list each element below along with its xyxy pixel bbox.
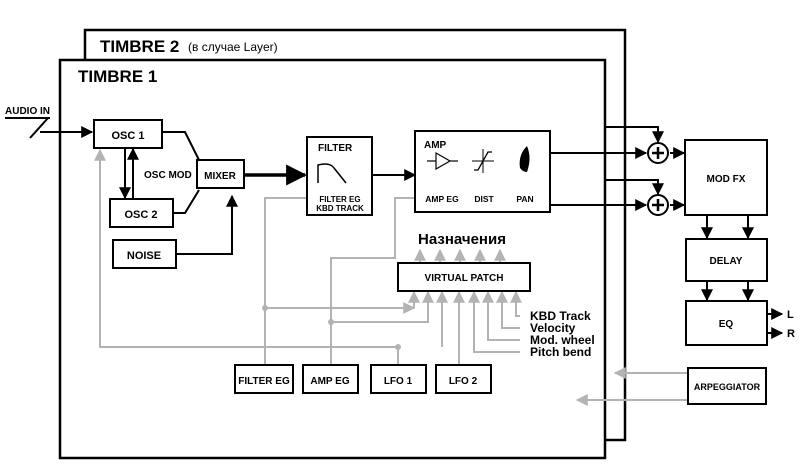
eq-block: EQ [685,300,768,346]
filter-eg-source-block: FILTER EG [234,364,294,394]
svg-text:MIXER: MIXER [204,171,236,182]
svg-text:VIRTUAL PATCH: VIRTUAL PATCH [425,273,504,284]
timbre2-title: TIMBRE 2 [100,37,179,56]
lfo2-block: LFO 2 [435,364,492,394]
amp-eg-input-label: AMP EG [425,194,459,204]
svg-text:ARPEGGIATOR: ARPEGGIATOR [694,382,761,392]
amp-triangle-icon [427,151,458,171]
pan-label: PAN [516,194,533,204]
filter-curve-icon [317,163,347,184]
mod-fx-block: MOD FX [684,139,768,216]
osc-mod-label: OSC MOD [144,170,192,181]
svg-text:NOISE: NOISE [127,250,161,262]
source-kbd-track: KBD Track [530,309,591,323]
audio-in: AUDIO IN [5,106,94,139]
source-velocity: Velocity [530,321,576,335]
filter-eg-input-label: FILTER EG [319,195,360,204]
timbre2-subtitle: (в случае Layer) [188,40,278,54]
svg-text:FILTER EG: FILTER EG [238,376,290,387]
osc2-block: OSC 2 [109,198,174,228]
svg-text:LFO 2: LFO 2 [449,376,478,387]
pan-knob-icon [519,146,530,172]
svg-text:EQ: EQ [719,319,734,330]
timbre1-title: TIMBRE 1 [78,67,157,86]
filter-block: FILTER FILTER EG KBD TRACK [306,136,373,216]
destinations-label: Назначения [418,231,506,248]
filter-label: FILTER [318,143,353,154]
amp-block: AMP AMP EG DIST PAN [414,130,551,213]
audio-in-label: AUDIO IN [5,106,50,117]
amp-eg-source-block: AMP EG [302,364,359,394]
kbd-track-input-label: KBD TRACK [316,204,364,213]
delay-block: DELAY [685,238,768,282]
svg-text:LFO 1: LFO 1 [384,376,413,387]
mixer-block: MIXER [196,159,245,189]
amp-label: AMP [424,140,447,151]
arpeggiator-block: ARPEGGIATOR [687,367,767,405]
virtual-patch-block: VIRTUAL PATCH [397,262,531,292]
source-pitch-bend: Pitch bend [530,345,591,359]
output-l-label: L [787,309,794,321]
dist-curve-icon [472,149,494,173]
source-mod-wheel: Mod. wheel [530,333,595,347]
noise-block: NOISE [112,239,177,269]
svg-text:AMP EG: AMP EG [310,376,349,387]
sum-node-2 [647,194,669,216]
svg-text:MOD FX: MOD FX [707,174,746,185]
svg-text:OSC 1: OSC 1 [111,130,144,142]
svg-text:OSC 2: OSC 2 [124,209,157,221]
sum-node-1 [647,142,669,164]
modulation-routing [94,148,688,406]
svg-text:DELAY: DELAY [710,256,743,267]
signal-routing [119,126,784,339]
source-labels: KBD Track Velocity Mod. wheel Pitch bend [530,309,595,359]
lfo1-block: LFO 1 [370,364,427,394]
dist-label: DIST [474,194,494,204]
osc1-block: OSC 1 [93,119,163,149]
output-r-label: R [787,328,795,340]
